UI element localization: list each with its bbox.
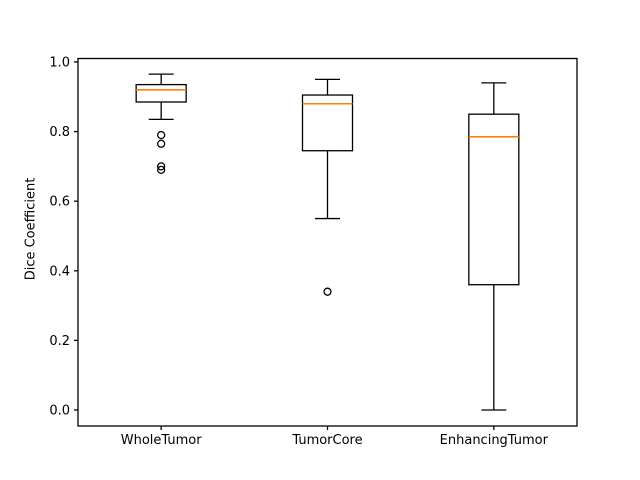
box-wholetumor	[135, 73, 187, 175]
y-tick-label: 0.2	[49, 334, 70, 349]
iqr-box	[135, 83, 187, 103]
y-tick-label: 0.6	[49, 195, 70, 210]
y-tick-label: 0.8	[49, 125, 70, 140]
x-category-label: TumorCore	[291, 433, 362, 448]
y-tick-label: 1.0	[49, 55, 70, 70]
y-tick-label: 0.0	[49, 403, 70, 418]
outlier-marker	[323, 287, 332, 296]
x-category-label: WholeTumor	[121, 433, 202, 448]
y-tick-label: 0.4	[49, 264, 70, 279]
box-enhancingtumor	[468, 82, 520, 411]
outlier-marker	[157, 139, 166, 148]
outlier-marker	[157, 130, 166, 140]
outlier-marker	[157, 165, 166, 175]
outlier-marker	[157, 162, 166, 171]
iqr-box	[468, 113, 520, 286]
y-axis-label: Dice Coefficient	[23, 177, 39, 281]
box-tumorcore	[301, 78, 354, 296]
x-category-label: EnhancingTumor	[440, 433, 549, 448]
